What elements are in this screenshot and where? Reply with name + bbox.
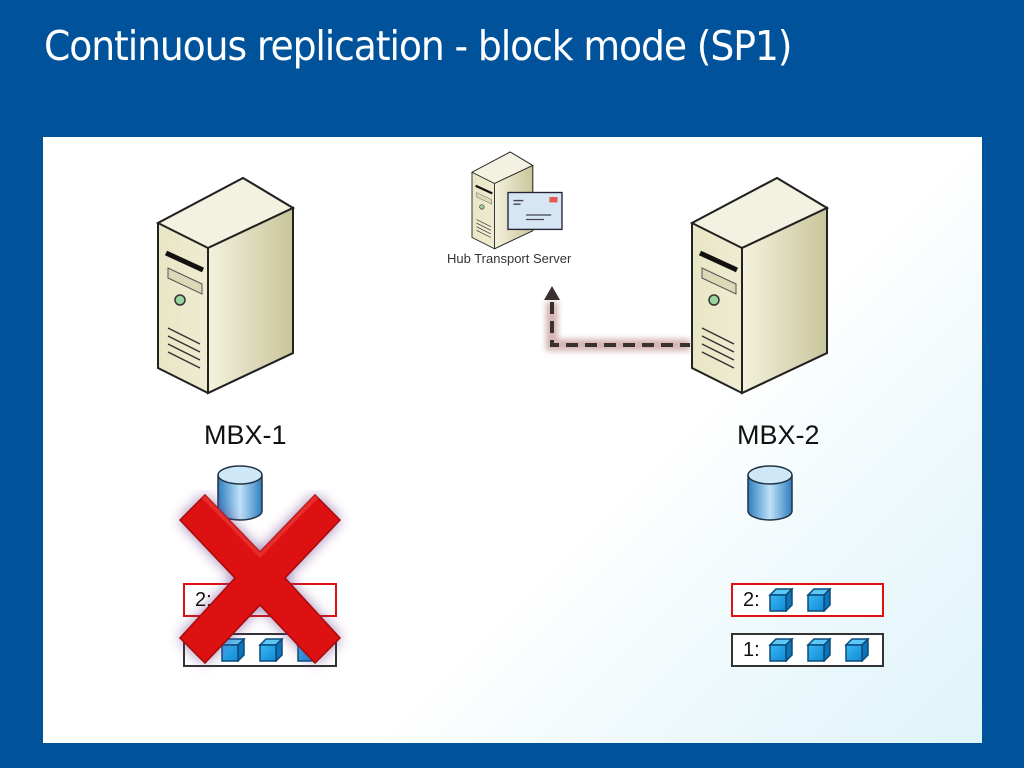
log-row-label: 2: [743, 588, 760, 611]
log-block-icon [768, 588, 793, 612]
log-block-icon [806, 638, 831, 662]
log-row-label: 2: [195, 588, 212, 611]
log-block-icon [844, 638, 869, 662]
mbx2-server-icon [692, 178, 827, 393]
log-block-icon [806, 588, 831, 612]
log-row-label: 1: [743, 638, 760, 661]
mbx2-log-row-2: 2: [731, 583, 884, 617]
hub-transport-server-icon [470, 150, 563, 250]
mbx2-log-row-1: 1: [731, 633, 884, 667]
slide-title: Continuous replication - block mode (SP1… [44, 22, 793, 70]
log-block-icon [768, 638, 793, 662]
replication-arrow [544, 286, 690, 351]
hub-transport-label: Hub Transport Server [447, 251, 572, 266]
arrow-head-icon [544, 286, 560, 300]
mbx2-database-icon [748, 466, 792, 520]
mbx1-server-icon [158, 178, 293, 393]
mbx1-label: MBX-1 [204, 420, 287, 450]
mbx2-label: MBX-2 [737, 420, 820, 450]
failure-x-icon [178, 493, 342, 665]
